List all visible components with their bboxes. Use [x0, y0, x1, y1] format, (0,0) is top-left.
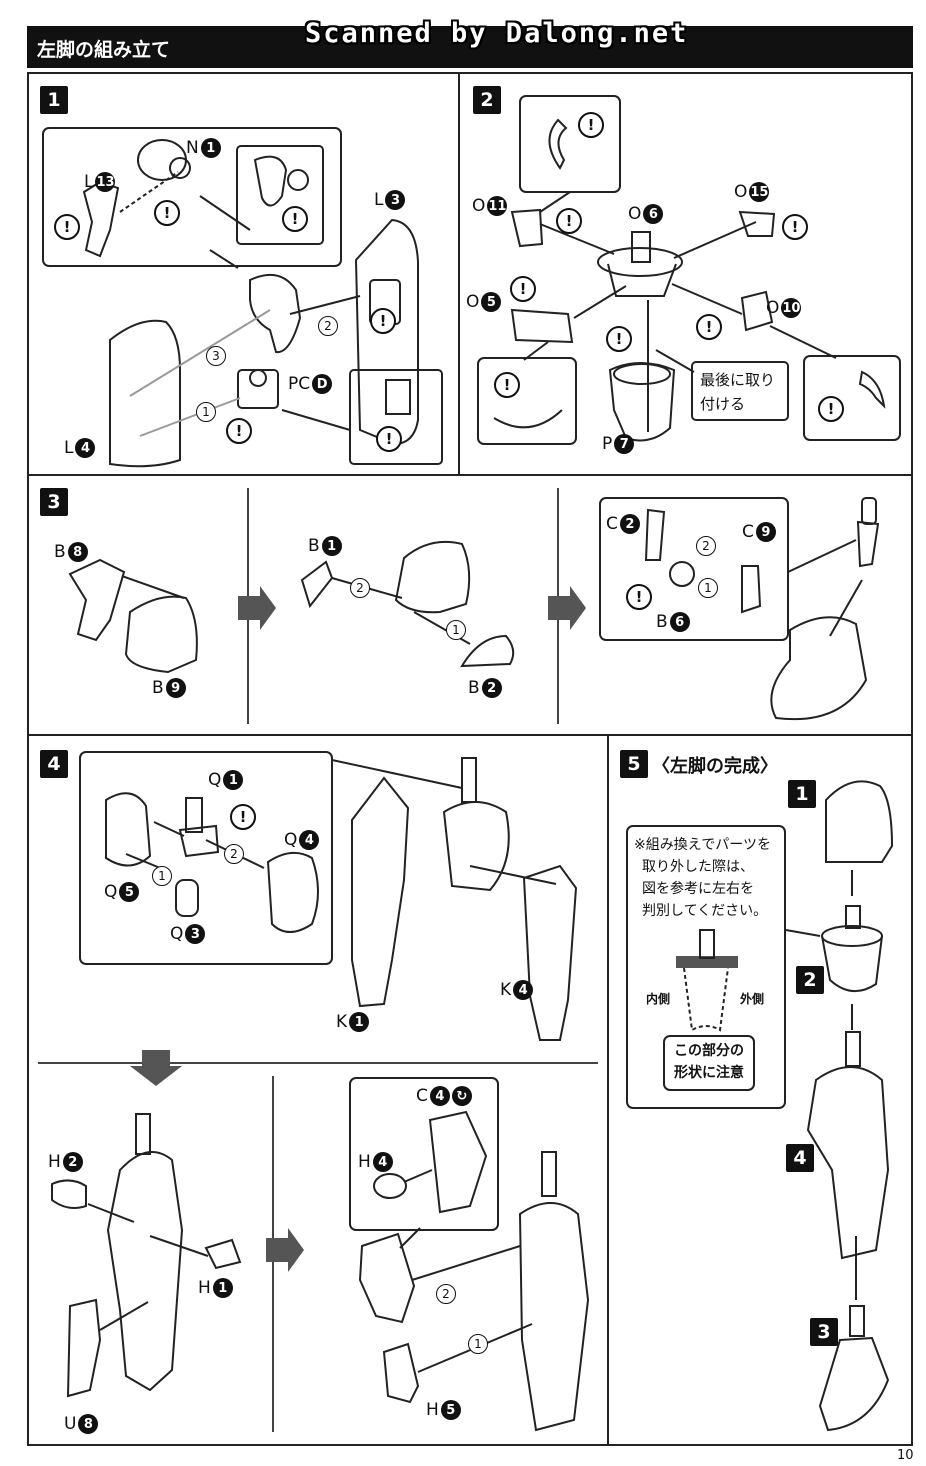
order-3-icon: 3 [206, 346, 226, 366]
caution-icon: ! [510, 276, 536, 302]
caution-icon: ! [782, 214, 808, 240]
section-header: 左脚の組み立て [27, 26, 913, 68]
caution-icon: ! [606, 326, 632, 352]
step-4-number: 4 [40, 750, 68, 778]
order-1-icon: 1 [468, 1334, 488, 1354]
caution-icon: ! [494, 372, 520, 398]
assembly-order-4: 4 [786, 1144, 814, 1172]
order-1-icon: 1 [152, 866, 172, 886]
assembly-order-3: 3 [810, 1318, 838, 1346]
step-2-number: 2 [473, 86, 501, 114]
section-title: 左脚の組み立て [37, 39, 171, 61]
order-2-icon: 2 [318, 316, 338, 336]
caution-icon: ! [54, 214, 80, 240]
order-2-icon: 2 [224, 844, 244, 864]
caution-icon: ! [578, 112, 604, 138]
step-3-number: 3 [40, 488, 68, 516]
caution-icon: ! [818, 396, 844, 422]
caution-icon: ! [370, 308, 396, 334]
step-5-title: 〈左脚の完成〉 [652, 756, 778, 777]
assembly-order-2: 2 [796, 966, 824, 994]
order-1-icon: 1 [698, 578, 718, 598]
watermark: Scanned by Dalong.net [305, 18, 689, 49]
order-1-icon: 1 [446, 620, 466, 640]
caution-icon: ! [696, 314, 722, 340]
order-2-icon: 2 [350, 578, 370, 598]
order-1-icon: 1 [196, 402, 216, 422]
caution-icon: ! [376, 426, 402, 452]
caution-icon: ! [230, 804, 256, 830]
assembly-order-1: 1 [788, 780, 816, 808]
shape-caution-note: この部分の形状に注意 [674, 1043, 744, 1081]
caution-icon: ! [154, 200, 180, 226]
order-2-icon: 2 [436, 1284, 456, 1304]
step-5-number: 5 [620, 750, 648, 778]
swap-note: ※組み換えでパーツを 取り外した際は、 図を参考に左右を 判別してください。 [634, 837, 772, 919]
divider [38, 1062, 598, 1064]
step-1-number: 1 [40, 86, 68, 114]
caution-icon: ! [226, 418, 252, 444]
outer-side-label: 外側 [740, 992, 765, 1006]
caution-icon: ! [626, 584, 652, 610]
attach-last-note: 最後に取り付ける [700, 371, 776, 413]
rotate-icon: ↻ [451, 1086, 472, 1106]
step-5-panel [607, 734, 913, 1446]
order-2-icon: 2 [696, 536, 716, 556]
caution-icon: ! [556, 208, 582, 234]
caution-icon: ! [282, 206, 308, 232]
page-number: 10 [897, 1448, 914, 1463]
inner-side-label: 内側 [646, 992, 671, 1006]
